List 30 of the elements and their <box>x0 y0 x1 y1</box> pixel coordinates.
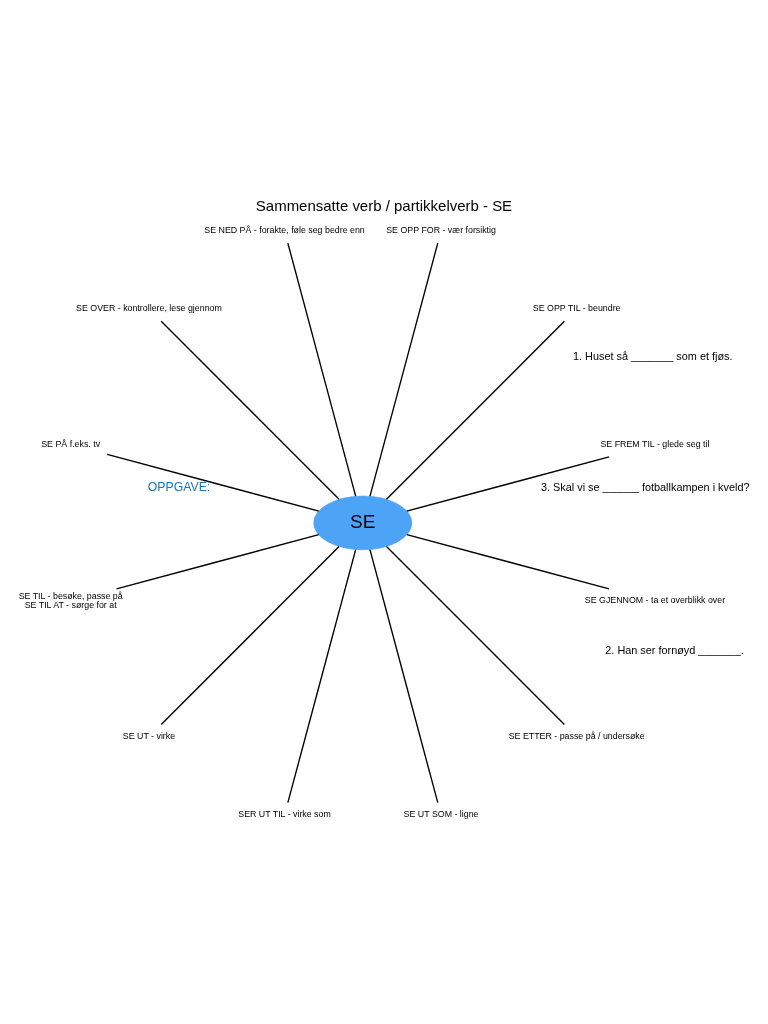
connector <box>369 548 439 804</box>
node-text: SE NED PÅ - forakte, føle seg bedre enn <box>204 225 365 236</box>
connector <box>406 456 610 512</box>
node-text: SE OPP FOR - vær forsiktig <box>386 225 496 236</box>
connector <box>287 242 357 497</box>
label: 3. Skal vi se ______ fotballkampen i kveld? <box>540 480 750 493</box>
node-ellipse: SE <box>313 495 413 551</box>
connector <box>106 453 320 512</box>
connector <box>385 320 566 500</box>
node-text: SE UT - virke <box>122 731 176 742</box>
node-text: SE UT SOM - ligne <box>403 809 479 820</box>
label: 2. Han ser fornøyd _______. <box>605 644 744 657</box>
node-text: SE FREM TIL - glede seg til <box>600 438 710 449</box>
connector <box>287 548 357 804</box>
connector <box>115 534 320 590</box>
node-text: SE PÅ f.eks. tv <box>41 438 101 449</box>
connector <box>406 534 610 590</box>
connector <box>160 545 340 726</box>
label: 1. Huset så _______ som et fjøs. <box>572 350 733 363</box>
node-text: SER UT TIL - virke som <box>238 809 331 820</box>
node-text: SE GJENNOM - ta et overblikk over <box>584 595 726 606</box>
node-text: SE OPP TIL - beundre <box>532 303 621 314</box>
node-text: SE TIL - besøke, passe på SE TIL AT - sørge for at <box>18 590 123 611</box>
connector <box>369 242 439 497</box>
diagram-title: Sammensatte verb / partikkelverb - SE <box>255 197 513 215</box>
node-text: SE OVER - kontrollere, lese gjennom <box>76 303 222 314</box>
connector <box>160 320 340 500</box>
connector <box>385 545 566 726</box>
label: OPPGAVE: <box>147 480 211 495</box>
node-text: SE ETTER - passe på / undersøke <box>508 731 645 742</box>
